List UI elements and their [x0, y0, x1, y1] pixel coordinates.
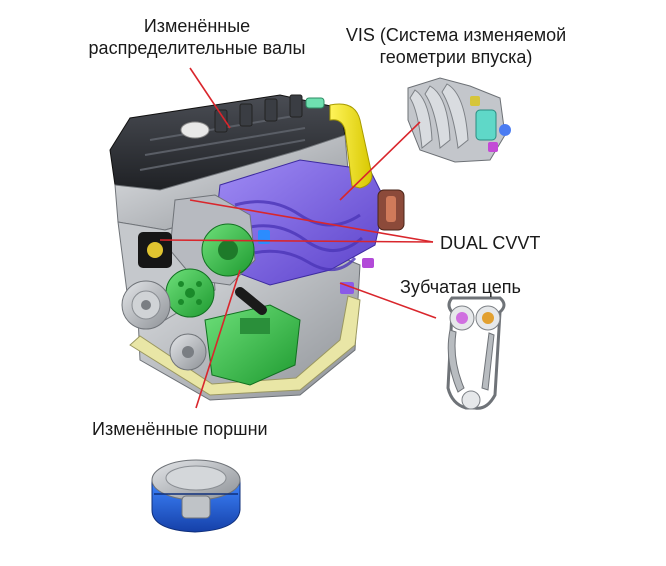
timing-chain-inset — [446, 296, 506, 410]
ignition-coils — [214, 94, 303, 133]
chain-guide — [447, 329, 465, 393]
leader-timing-chain — [339, 282, 437, 319]
ac-compressor — [204, 304, 301, 386]
leader-camshafts — [189, 67, 231, 129]
leader-vis — [339, 121, 421, 201]
label-camshafts-line2: распределительные валы — [88, 38, 306, 58]
pipe-clamp — [305, 97, 325, 109]
crank-sprocket — [461, 390, 481, 410]
vis-actuator — [362, 258, 374, 268]
leader-dual-cvvt-1 — [189, 199, 434, 243]
label-vis-line2: геометрии впуска) — [379, 47, 533, 67]
label-camshafts: Изменённые распределительные валы — [68, 15, 326, 59]
label-timing-chain: Зубчатая цепь — [400, 277, 521, 297]
leader-pistons — [195, 269, 241, 409]
leader-dual-cvvt-2 — [159, 239, 434, 243]
oil-filler-cap — [180, 121, 210, 139]
label-vis: VIS (Система изменяемой геометрии впуска… — [322, 24, 590, 68]
vis-intake-inset — [407, 77, 511, 163]
label-pistons: Изменённые поршни — [92, 419, 268, 439]
intake-manifold — [214, 159, 405, 286]
label-vis-line1: VIS (Система изменяемой — [345, 25, 567, 45]
intake-pipe — [329, 103, 373, 189]
label-dual-cvvt: DUAL CVVT — [440, 233, 541, 253]
label-camshafts-line1: Изменённые — [143, 16, 251, 36]
hose — [235, 287, 267, 315]
leader-lines — [159, 67, 437, 409]
cam-sensor — [258, 230, 270, 244]
chain-guide-right — [481, 332, 495, 391]
piston — [151, 459, 241, 533]
